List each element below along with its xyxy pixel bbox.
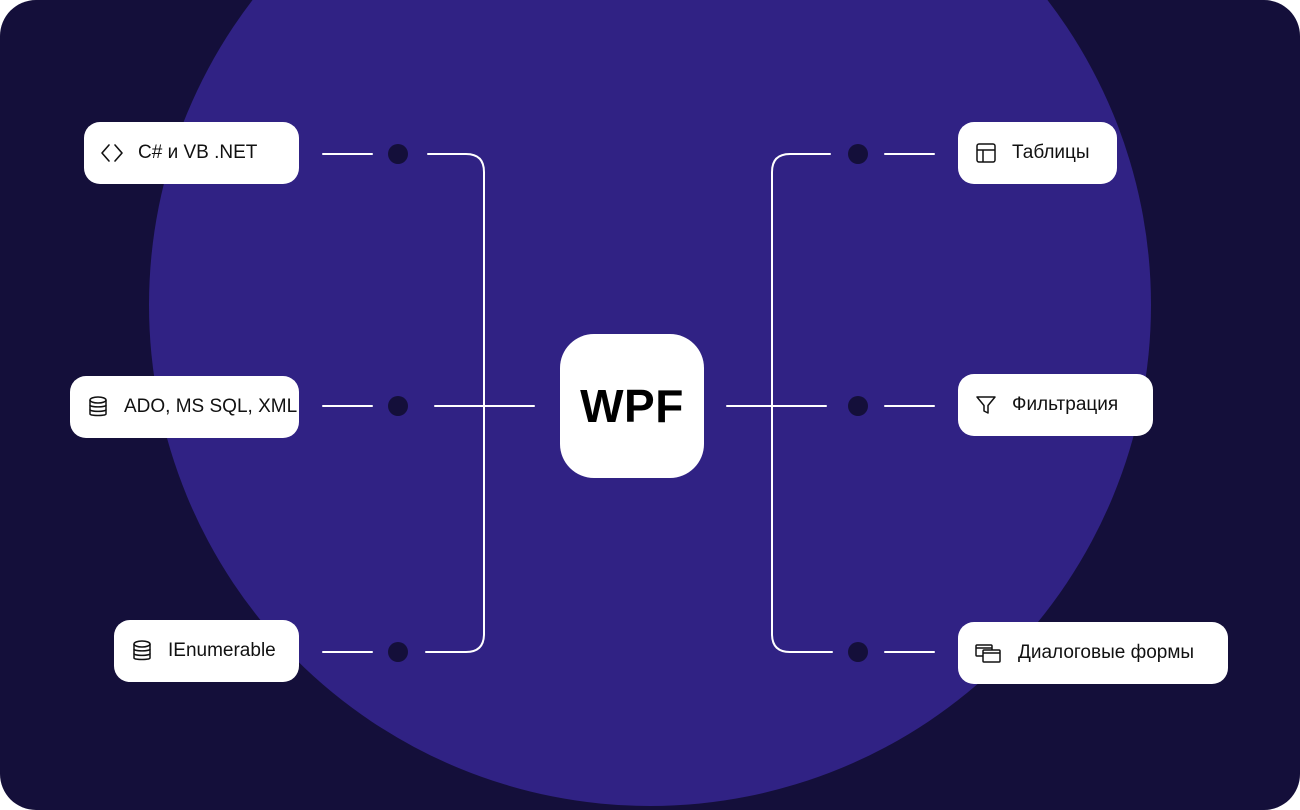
database-icon [130, 639, 154, 663]
filter-icon [974, 393, 998, 417]
code-brackets-icon [100, 141, 124, 165]
card-label: Диалоговые формы [1018, 642, 1195, 663]
card-label: C# и VB .NET [138, 142, 258, 163]
right-bracket [771, 153, 833, 653]
node-dot [388, 144, 408, 164]
card-label: ADO, MS SQL, XML [124, 396, 298, 417]
node-dot [848, 396, 868, 416]
left-card-csharp-vbnet: C# и VB .NET [84, 122, 299, 184]
card-label: IEnumerable [168, 640, 276, 661]
left-card-ienumerable: IEnumerable [114, 620, 299, 682]
dialog-windows-icon [974, 641, 1002, 665]
node-dot [848, 144, 868, 164]
node-dot [388, 642, 408, 662]
right-card-tables: Таблицы [958, 122, 1117, 184]
left-bracket [425, 153, 485, 653]
table-icon [974, 141, 998, 165]
card-label: Таблицы [1012, 142, 1090, 163]
right-card-filtering: Фильтрация [958, 374, 1153, 436]
center-node-wpf: WPF [560, 334, 704, 478]
node-dot [848, 642, 868, 662]
database-icon [86, 395, 110, 419]
card-label: Фильтрация [1012, 394, 1119, 415]
node-dot [388, 396, 408, 416]
right-card-dialog-forms: Диалоговые формы [958, 622, 1228, 684]
left-card-ado-mssql-xml: ADO, MS SQL, XML [70, 376, 299, 438]
